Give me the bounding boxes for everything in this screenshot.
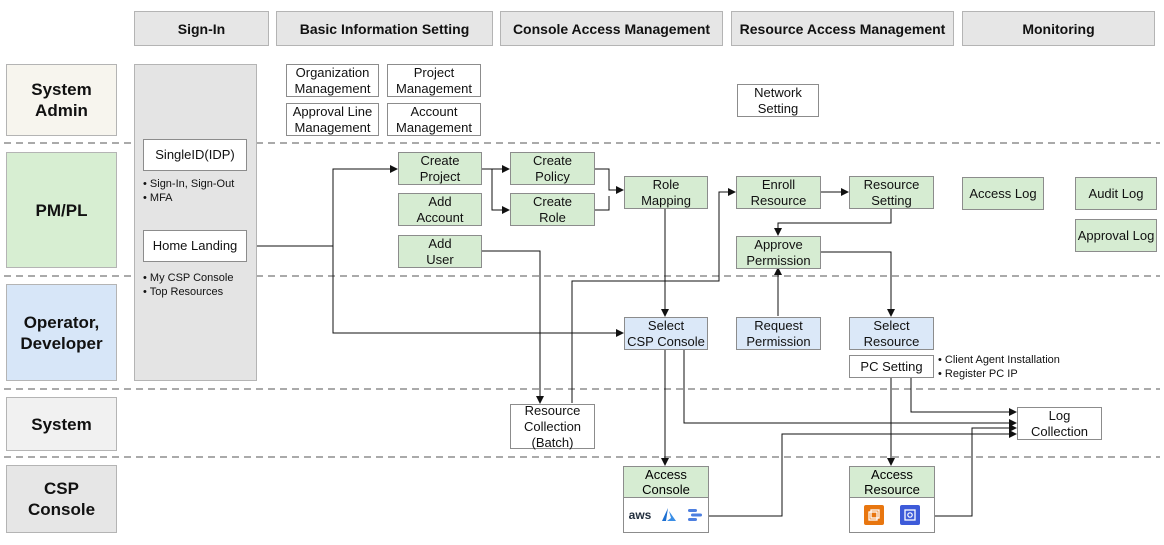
arrow-access-resource-to-log (934, 424, 1017, 517)
phase-basic-information-setting: Basic Information Setting (276, 11, 493, 46)
audit-log-box: Audit Log (1075, 177, 1157, 210)
phase-monitoring: Monitoring (962, 11, 1155, 46)
pc-setting-box: PC Setting (849, 355, 934, 378)
arrow-approve-to-select-resource (821, 251, 895, 317)
access-log-box: Access Log (962, 177, 1044, 210)
single-id-idp-box: SingleID(IDP) (143, 139, 247, 171)
access-resource-label: Access Resource (850, 467, 934, 498)
azure-logo-icon (662, 508, 677, 521)
arrow-home-to-create-project (247, 165, 398, 247)
single-id-notes: • Sign-In, Sign-Out • MFA (143, 178, 235, 204)
role-operator-developer: Operator, Developer (6, 284, 117, 381)
home-landing-box: Home Landing (143, 230, 247, 262)
arrow-select-csp-to-log (683, 349, 1017, 427)
approval-line-management-box: Approval Line Management (286, 103, 379, 136)
approve-permission-box: Approve Permission (736, 236, 821, 269)
arrow-setting-to-approve (774, 209, 892, 236)
resource-logo-row (850, 498, 934, 532)
resource-collection-box: Resource Collection (Batch) (510, 403, 595, 450)
add-account-box: Add Account (398, 193, 482, 226)
access-console-card: Access Console aws (623, 466, 709, 533)
gcp-logo-icon (688, 509, 703, 521)
arrow-policy-to-mapping (595, 168, 624, 194)
role-system-admin: System Admin (6, 64, 117, 136)
resource-setting-box: Resource Setting (849, 176, 934, 209)
access-console-label: Access Console (624, 467, 708, 498)
compute-engine-icon (900, 505, 920, 525)
sign-in-panel (134, 64, 257, 381)
project-management-box: Project Management (387, 64, 481, 97)
arrow-user-to-collection (482, 250, 544, 404)
role-mapping-box: Role Mapping (624, 176, 708, 209)
pc-setting-notes: • Client Agent Installation • Register P… (938, 354, 1060, 380)
add-user-box: Add User (398, 235, 482, 268)
csp-logo-row: aws (624, 498, 708, 532)
phase-console-access-management: Console Access Management (500, 11, 723, 46)
account-management-box: Account Management (387, 103, 481, 136)
create-project-box: Create Project (398, 152, 482, 185)
role-pm-pl: PM/PL (6, 152, 117, 268)
approval-log-box: Approval Log (1075, 219, 1157, 252)
access-resource-card: Access Resource (849, 466, 935, 533)
role-system: System (6, 397, 117, 451)
aws-logo-icon: aws (628, 508, 652, 522)
select-csp-console-box: Select CSP Console (624, 317, 708, 350)
arrow-access-console-to-log (708, 430, 1017, 517)
role-csp-console: CSP Console (6, 465, 117, 533)
enroll-resource-box: Enroll Resource (736, 176, 821, 209)
arrow-role-to-mapping (595, 196, 610, 211)
phase-resource-access-management: Resource Access Management (731, 11, 954, 46)
create-policy-box: Create Policy (510, 152, 595, 185)
log-collection-box: Log Collection (1017, 407, 1102, 440)
network-setting-box: Network Setting (737, 84, 819, 117)
arrow-project-to-role (491, 169, 510, 214)
arrow-home-to-select-csp (332, 246, 624, 337)
select-resource-box: Select Resource (849, 317, 934, 350)
request-permission-box: Request Permission (736, 317, 821, 350)
phase-sign-in: Sign-In (134, 11, 269, 46)
organization-management-box: Organization Management (286, 64, 379, 97)
home-landing-notes: • My CSP Console • Top Resources (143, 272, 234, 298)
arrow-pc-to-log (910, 378, 1017, 416)
arrow-collection-to-enroll (571, 188, 736, 403)
ec2-instance-icon (864, 505, 884, 525)
create-role-box: Create Role (510, 193, 595, 226)
